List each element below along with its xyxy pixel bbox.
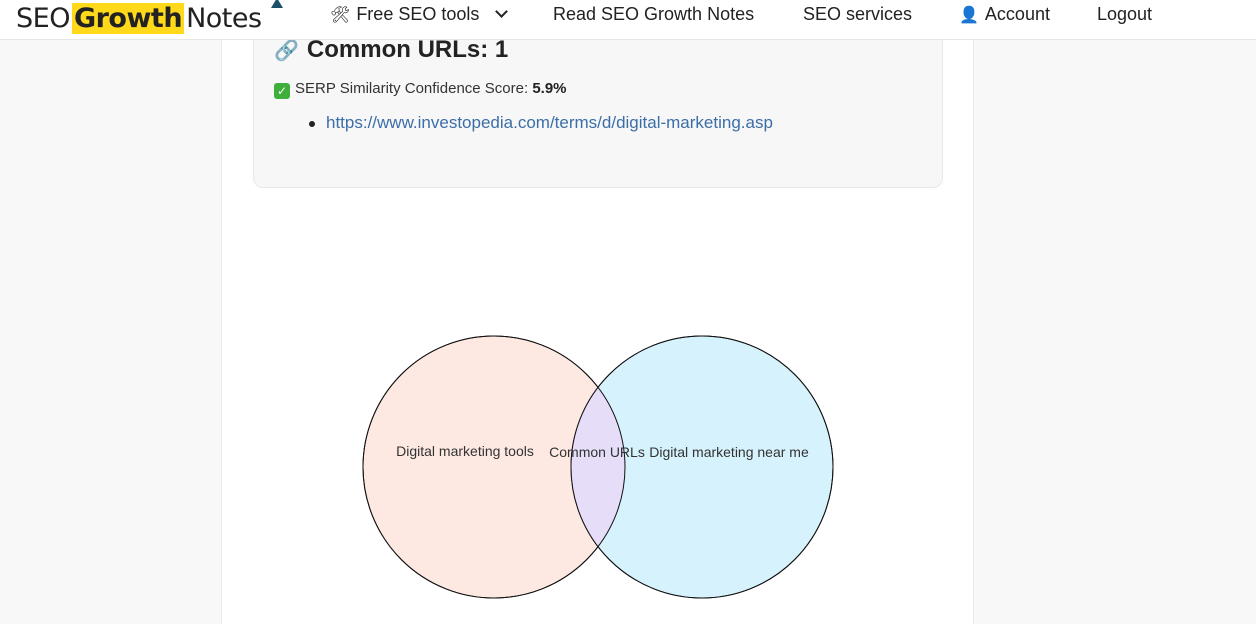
common-url-list: https://www.investopedia.com/terms/d/dig… bbox=[309, 113, 773, 133]
nav-account-label: Account bbox=[984, 4, 1050, 24]
nav-account[interactable]: 👤 Account bbox=[959, 4, 1050, 25]
venn-right-label: Digital marketing near me bbox=[649, 444, 809, 460]
venn-diagram: Digital marketing tools Common URLs Digi… bbox=[362, 335, 834, 599]
venn-overlap-label: Common URLs bbox=[549, 444, 645, 460]
common-urls-title: Common URLs: 1 bbox=[306, 36, 509, 63]
common-urls-heading: 🔗 Common URLs: 1 bbox=[274, 36, 508, 64]
chevron-down-icon bbox=[495, 5, 509, 18]
nav-services-label: SEO services bbox=[803, 4, 913, 24]
common-url-link[interactable]: https://www.investopedia.com/terms/d/dig… bbox=[326, 113, 773, 132]
nav-logout[interactable]: Logout bbox=[1097, 4, 1152, 25]
nav-read-seo-growth-notes[interactable]: Read SEO Growth Notes bbox=[553, 4, 754, 25]
nav-free-seo-tools[interactable]: 🛠 Free SEO tools bbox=[330, 4, 509, 25]
nav-read-label: Read SEO Growth Notes bbox=[553, 4, 755, 24]
logo-mark-icon bbox=[271, 0, 283, 8]
similarity-score: ✓ SERP Similarity Confidence Score: 5.9% bbox=[274, 80, 567, 99]
logo-growth-text: Growth bbox=[71, 3, 185, 34]
nav-free-seo-tools-label: Free SEO tools bbox=[356, 4, 480, 24]
nav-seo-services[interactable]: SEO services bbox=[803, 4, 912, 25]
link-icon: 🔗 bbox=[274, 40, 299, 62]
bullet-icon bbox=[309, 121, 315, 127]
common-urls-panel bbox=[253, 30, 943, 188]
venn-right-outline bbox=[570, 335, 834, 599]
score-label: SERP Similarity Confidence Score: bbox=[295, 80, 529, 97]
user-icon: 👤 bbox=[959, 7, 979, 24]
nav-logout-label: Logout bbox=[1097, 4, 1153, 24]
logo-notes-text: Notes bbox=[186, 3, 262, 34]
venn-left-outline bbox=[362, 335, 626, 599]
score-value: 5.9% bbox=[532, 80, 567, 97]
tools-icon: 🛠 bbox=[330, 7, 351, 24]
list-item: https://www.investopedia.com/terms/d/dig… bbox=[309, 113, 773, 133]
logo-seo-text: SEO bbox=[16, 3, 70, 34]
check-icon: ✓ bbox=[274, 83, 290, 99]
venn-left-label: Digital marketing tools bbox=[396, 443, 534, 459]
results-card: 🔗 Common URLs: 1 ✓ SERP Similarity Confide… bbox=[221, 30, 974, 624]
